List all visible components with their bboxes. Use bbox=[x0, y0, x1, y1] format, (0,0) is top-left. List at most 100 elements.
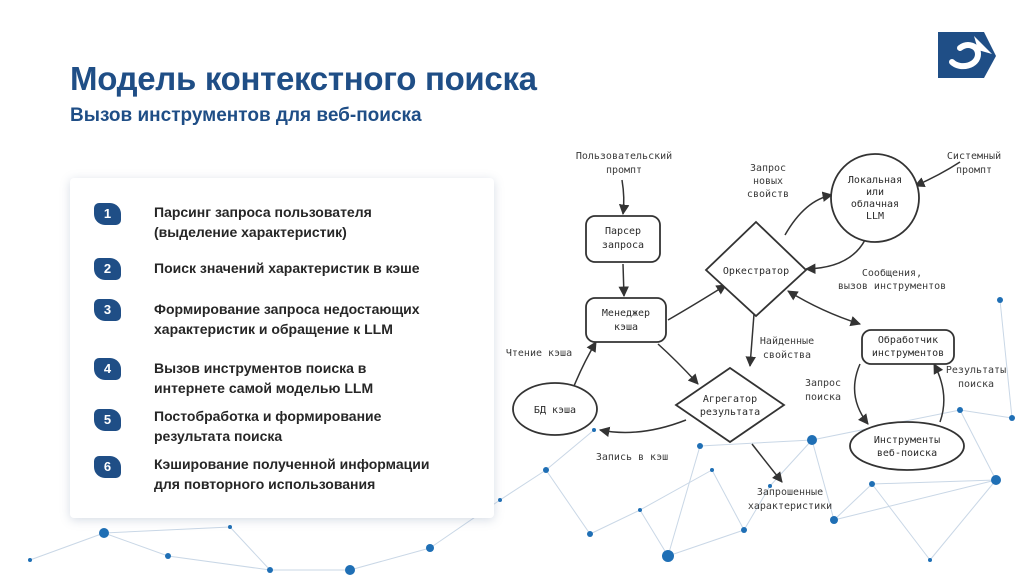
network-dot bbox=[498, 498, 502, 502]
diagram-edges bbox=[573, 161, 961, 483]
label-found-props: свойства bbox=[763, 349, 811, 361]
node-label: БД кэша bbox=[534, 405, 576, 416]
step-text: Постобработка и формирование результата … bbox=[154, 408, 382, 444]
network-line bbox=[639, 509, 669, 557]
network-dot bbox=[697, 443, 703, 449]
node-label: Локальная bbox=[848, 175, 902, 186]
network-dot bbox=[543, 467, 549, 473]
label-messages: Сообщения, bbox=[862, 267, 922, 279]
label-system-prompt: Системный bbox=[947, 150, 1001, 162]
network-line bbox=[103, 526, 231, 534]
edge-orchestrator-to-aggregator bbox=[745, 313, 756, 368]
edge-cache-manager-to-aggregator bbox=[657, 343, 699, 385]
node-label: Менеджер bbox=[602, 308, 650, 319]
network-line bbox=[999, 299, 1013, 419]
network-dot bbox=[997, 297, 1003, 303]
network-line bbox=[667, 445, 701, 557]
label-user-prompt: Пользовательский bbox=[576, 150, 672, 162]
node-label: инструментов bbox=[872, 348, 944, 359]
network-dot bbox=[587, 531, 593, 537]
network-line bbox=[667, 529, 745, 557]
step-text: Поиск значений характеристик в кэше bbox=[154, 260, 420, 276]
network-line bbox=[711, 469, 745, 531]
network-line bbox=[545, 429, 595, 471]
network-line bbox=[349, 547, 431, 571]
network-line bbox=[871, 479, 997, 485]
company-logo-icon bbox=[938, 32, 996, 78]
label-search-request: Запрос bbox=[805, 378, 841, 389]
node-label: веб-поиска bbox=[877, 447, 937, 459]
network-dot bbox=[830, 516, 838, 524]
node-label: результата bbox=[700, 407, 760, 418]
network-line bbox=[589, 509, 641, 535]
node-label: LLM bbox=[866, 211, 884, 222]
node-web-tools: Инструменты веб-поиска bbox=[849, 421, 965, 471]
network-line bbox=[29, 532, 105, 561]
node-label: или bbox=[866, 187, 884, 198]
network-dot bbox=[592, 428, 596, 432]
step-text: Кэширование полученной информации для по… bbox=[154, 456, 430, 492]
node-cache-manager: Менеджер кэша bbox=[585, 297, 667, 343]
network-dot bbox=[991, 475, 1001, 485]
node-label: Агрегатор bbox=[703, 394, 757, 405]
label-messages: вызов инструментов bbox=[838, 281, 946, 292]
node-label: Оркестратор bbox=[723, 266, 789, 277]
network-dot bbox=[267, 567, 273, 573]
network-dot bbox=[638, 508, 642, 512]
node-parser: Парсер запроса bbox=[585, 215, 661, 263]
step-number-badge: 3 bbox=[94, 299, 121, 321]
label-requested-chars: характеристики bbox=[748, 501, 832, 512]
step-text: Вызов инструментов поиска в интернете са… bbox=[154, 360, 374, 396]
label-request-new: свойств bbox=[747, 188, 789, 200]
node-label: запроса bbox=[602, 240, 644, 251]
node-label: облачная bbox=[851, 198, 899, 210]
label-found-props: Найденные bbox=[760, 335, 814, 347]
network-line bbox=[167, 555, 271, 571]
network-dot bbox=[807, 435, 817, 445]
node-label: кэша bbox=[614, 322, 638, 333]
network-line bbox=[639, 469, 713, 511]
label-search-results: Результаты bbox=[946, 365, 1006, 376]
network-dot bbox=[662, 550, 674, 562]
network-dot bbox=[768, 484, 772, 488]
step-number-badge: 2 bbox=[94, 258, 121, 280]
network-line bbox=[103, 532, 169, 557]
label-requested-chars: Запрошенные bbox=[757, 487, 823, 498]
network-line bbox=[811, 439, 835, 521]
edge-orchestrator-tool-handler bbox=[787, 290, 862, 327]
network-dot bbox=[869, 481, 875, 487]
node-label: Обработчик bbox=[878, 334, 938, 346]
network-line bbox=[833, 479, 997, 521]
network-line bbox=[545, 469, 591, 535]
label-cache-read: Чтение кэша bbox=[506, 348, 572, 359]
network-line bbox=[833, 483, 873, 521]
edge-cache-db-to-cache-manager bbox=[573, 341, 597, 387]
label-user-prompt: промпт bbox=[606, 165, 642, 176]
network-line bbox=[959, 409, 997, 481]
label-search-request: поиска bbox=[805, 392, 841, 403]
network-line bbox=[743, 485, 771, 531]
network-dot bbox=[345, 565, 355, 575]
edge-parser-to-cache-manager bbox=[618, 263, 629, 298]
network-dot bbox=[957, 407, 963, 413]
node-orchestrator: Оркестратор bbox=[704, 220, 808, 318]
label-search-results: поиска bbox=[958, 379, 994, 390]
edge-prompt-to-parser bbox=[618, 179, 630, 216]
label-cache-write: Запись в кэш bbox=[596, 452, 668, 463]
label-request-new: Запрос bbox=[750, 163, 786, 174]
steps-panel: 1 Парсинг запроса пользователя (выделени… bbox=[70, 178, 494, 518]
step-number-badge: 6 bbox=[94, 456, 121, 478]
network-dot bbox=[99, 528, 109, 538]
network-dot bbox=[741, 527, 747, 533]
network-line bbox=[959, 409, 1013, 419]
edge-orchestrator-to-llm bbox=[784, 191, 834, 236]
network-line bbox=[229, 526, 271, 571]
node-cache-db: БД кэша bbox=[512, 382, 598, 436]
network-dot bbox=[1009, 415, 1015, 421]
page-subtitle: Вызов инструментов для веб-поиска bbox=[70, 105, 422, 126]
node-label: Парсер bbox=[605, 226, 641, 237]
edge-cache-manager-to-orchestrator bbox=[667, 284, 727, 321]
network-dot bbox=[928, 558, 932, 562]
step-number-badge: 5 bbox=[94, 409, 121, 431]
